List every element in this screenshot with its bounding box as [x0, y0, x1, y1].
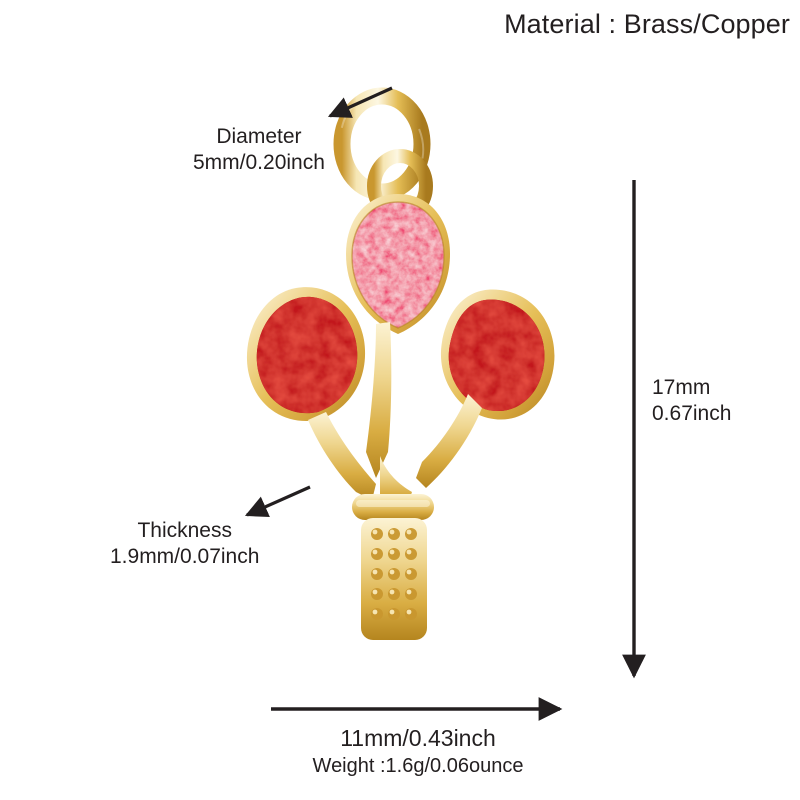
height-value-mm: 17mm: [652, 376, 711, 399]
thickness-label: Thickness: [137, 519, 232, 542]
weight-value: Weight :1.6g/0.06ounce: [312, 755, 524, 778]
beaded-handle: [361, 518, 427, 640]
height-value-inch: 0.67inch: [652, 401, 732, 425]
balloon-pink-center: [346, 194, 450, 334]
diameter-value: 5mm/0.20inch: [193, 150, 325, 174]
pendant-illustration: [246, 87, 555, 640]
width-value: 11mm/0.43inch: [340, 725, 496, 751]
thickness-value: 1.9mm/0.07inch: [110, 544, 260, 568]
width-annotation: 11mm/0.43inch Weight :1.6g/0.06ounce: [273, 724, 563, 778]
balloon-red-left: [246, 287, 366, 421]
height-annotation: 17mm 0.67inch: [652, 375, 731, 426]
thickness-annotation: Thickness 1.9mm/0.07inch: [110, 518, 259, 569]
balloon-red-right: [440, 289, 555, 420]
balloon-strings: [308, 322, 482, 510]
handle-collar: [352, 494, 434, 520]
diameter-label: Diameter: [216, 125, 302, 148]
diameter-annotation: Diameter 5mm/0.20inch: [193, 124, 325, 175]
material-label: Material : Brass/Copper: [504, 9, 790, 39]
